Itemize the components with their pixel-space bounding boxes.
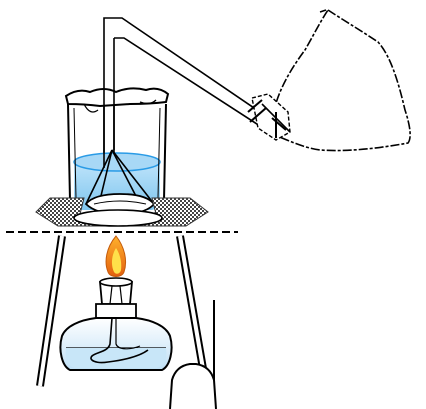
- support-stand: [170, 364, 216, 409]
- bag-neck-clamp: [248, 94, 290, 140]
- alcohol-lamp: [60, 278, 171, 370]
- flame: [106, 236, 126, 277]
- collection-bag: [272, 10, 410, 151]
